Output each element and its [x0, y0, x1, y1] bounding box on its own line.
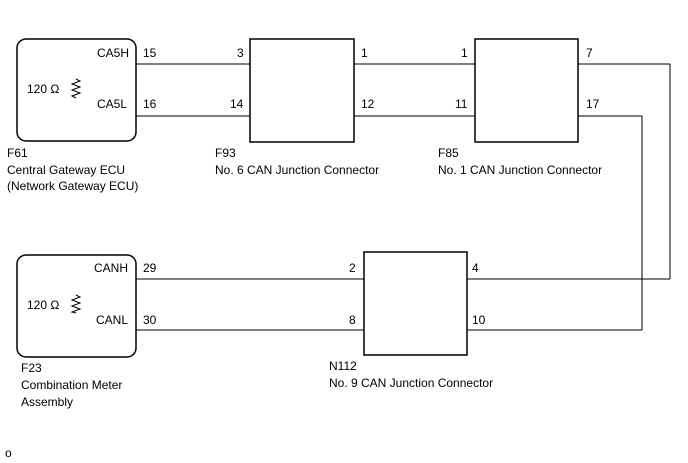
f23-meter-body — [16, 254, 137, 358]
f85-junction-connector: 1 7 11 17 F85 No. 1 CAN Junction Connect… — [438, 38, 602, 177]
f93-pin-12: 12 — [361, 97, 375, 111]
f61-pin-high-label: CA5H — [97, 46, 129, 60]
n112-junction-connector: 2 4 8 10 N112 No. 9 CAN Junction Connect… — [329, 251, 493, 390]
f23-resistor-icon — [70, 294, 82, 314]
f93-pin-1: 1 — [361, 46, 368, 60]
f61-ecu-body — [16, 38, 137, 142]
f61-central-gateway-ecu: 120 Ω CA5H CA5L 15 16 F61 Central Gatewa… — [7, 38, 157, 193]
f61-code: F61 — [7, 146, 28, 160]
n112-pin-2: 2 — [349, 261, 356, 275]
f61-pin-low-number: 16 — [143, 97, 157, 111]
n112-pin-4: 4 — [472, 261, 479, 275]
f93-connector-box — [249, 38, 355, 143]
f61-resistor-value: 120 Ω — [27, 82, 59, 96]
n112-pin-8: 8 — [349, 313, 356, 327]
f85-pin-11: 11 — [455, 97, 468, 111]
f85-pin-7: 7 — [586, 46, 593, 60]
n112-name: No. 9 CAN Junction Connector — [329, 376, 493, 390]
f61-pin-high-number: 15 — [143, 46, 157, 60]
f23-pin-high-label: CANH — [94, 261, 128, 275]
f85-name: No. 1 CAN Junction Connector — [438, 163, 602, 177]
f85-code: F85 — [438, 146, 459, 160]
f85-pin-17: 17 — [586, 97, 600, 111]
n112-connector-box — [363, 251, 468, 356]
f23-combination-meter: 120 Ω CANH CANL 29 30 F23 Combination Me… — [16, 254, 157, 409]
f93-code: F93 — [215, 146, 236, 160]
f61-resistor-icon — [70, 78, 82, 99]
f93-junction-connector: 3 1 14 12 F93 No. 6 CAN Junction Connect… — [215, 38, 379, 177]
f93-pin-3: 3 — [237, 46, 244, 60]
footer-mark: o — [5, 446, 12, 460]
n112-code: N112 — [329, 359, 357, 373]
f23-name-line1: Combination Meter — [21, 378, 122, 392]
f23-pin-low-number: 30 — [143, 313, 157, 327]
f61-pin-low-label: CA5L — [97, 97, 127, 111]
f93-name: No. 6 CAN Junction Connector — [215, 163, 379, 177]
f23-name-line2: Assembly — [21, 395, 73, 409]
f85-connector-box — [474, 38, 579, 143]
f85-pin-1: 1 — [461, 46, 468, 60]
f23-pin-high-number: 29 — [143, 261, 157, 275]
f23-code: F23 — [21, 361, 42, 375]
f23-pin-low-label: CANL — [96, 313, 128, 327]
f61-name-line2: (Network Gateway ECU) — [7, 179, 138, 193]
n112-pin-10: 10 — [472, 313, 486, 327]
f23-resistor-value: 120 Ω — [27, 298, 59, 312]
f61-name-line1: Central Gateway ECU — [7, 163, 125, 177]
f93-pin-14: 14 — [230, 97, 244, 111]
